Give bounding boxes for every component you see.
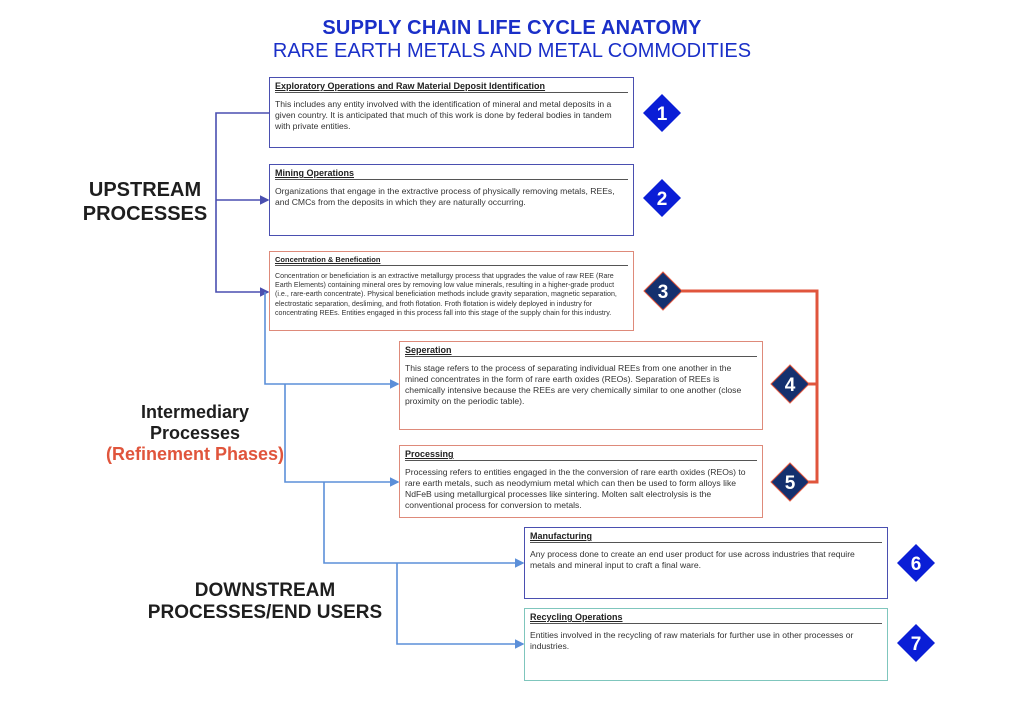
stage-number: 5 [785,473,796,494]
stage-number: 7 [911,634,922,655]
downstream-section-label: DOWNSTREAM PROCESSES/END USERS [130,580,400,625]
stage-box-separation: Seperation This stage refers to the proc… [399,341,763,430]
stage-number: 6 [911,554,922,575]
stage-number-diamond-4: 4 [770,364,810,404]
stage-description: This stage refers to the process of sepa… [405,363,742,406]
stage-title: Seperation [405,345,757,357]
stage-title: Recycling Operations [530,612,882,624]
upstream-label-line2: PROCESSES [82,202,208,225]
stage-number-diamond-6: 6 [896,543,936,583]
stage-description: Entities involved in the recycling of ra… [530,630,854,651]
stage-number-diamond-7: 7 [896,623,936,663]
stage-description: Processing refers to entities engaged in… [405,467,746,510]
stage-number: 2 [657,189,668,210]
flow-to-recycling [396,563,525,649]
stage-title: Mining Operations [275,168,628,180]
stage-box-recycling: Recycling Operations Entities involved i… [524,608,888,681]
stage-number-diamond-1: 1 [642,93,682,133]
flow-to-processing [284,384,400,487]
stage-description: Any process done to create an end user p… [530,549,855,570]
stage-box-processing: Processing Processing refers to entities… [399,445,763,518]
intermediary-label-line1: Intermediary [140,402,250,422]
diagram-title: SUPPLY CHAIN LIFE CYCLE ANATOMY [322,17,702,39]
downstream-label-line2: PROCESSES/END USERS [147,602,383,624]
downstream-label-line1: DOWNSTREAM [194,580,336,601]
stage-title: Concentration & Benefication [275,255,628,266]
stage-description: This includes any entity involved with t… [275,99,612,131]
stage-description: Concentration or beneficiation is an ext… [275,272,617,317]
stage-number-diamond-5: 5 [770,462,810,502]
stage-title: Manufacturing [530,531,882,543]
stage-title: Processing [405,449,757,461]
stage-number: 1 [657,104,668,125]
upstream-label-line1: UPSTREAM [88,179,202,201]
stage-number-diamond-2: 2 [642,178,682,218]
stage-description: Organizations that engage in the extract… [275,186,615,207]
intermediary-section-label: Intermediary Processes (Refinement Phase… [95,402,295,466]
stage-title: Exploratory Operations and Raw Material … [275,81,628,93]
upstream-section-label: UPSTREAM PROCESSES [60,179,230,226]
refinement-phases-label: (Refinement Phases) [105,444,285,465]
intermediary-label-line2: Processes [149,423,241,444]
stage-number: 3 [658,282,669,303]
diagram-subtitle: RARE EARTH METALS AND METAL COMMODITIES [272,40,752,62]
stage-number: 4 [785,375,796,396]
stage-box-exploratory: Exploratory Operations and Raw Material … [269,77,634,148]
stage-box-mining: Mining Operations Organizations that eng… [269,164,634,236]
stage-number-diamond-3: 3 [643,271,683,311]
stage-box-manufacturing: Manufacturing Any process done to create… [524,527,888,599]
stage-box-concentration: Concentration & Benefication Concentrati… [269,251,634,331]
